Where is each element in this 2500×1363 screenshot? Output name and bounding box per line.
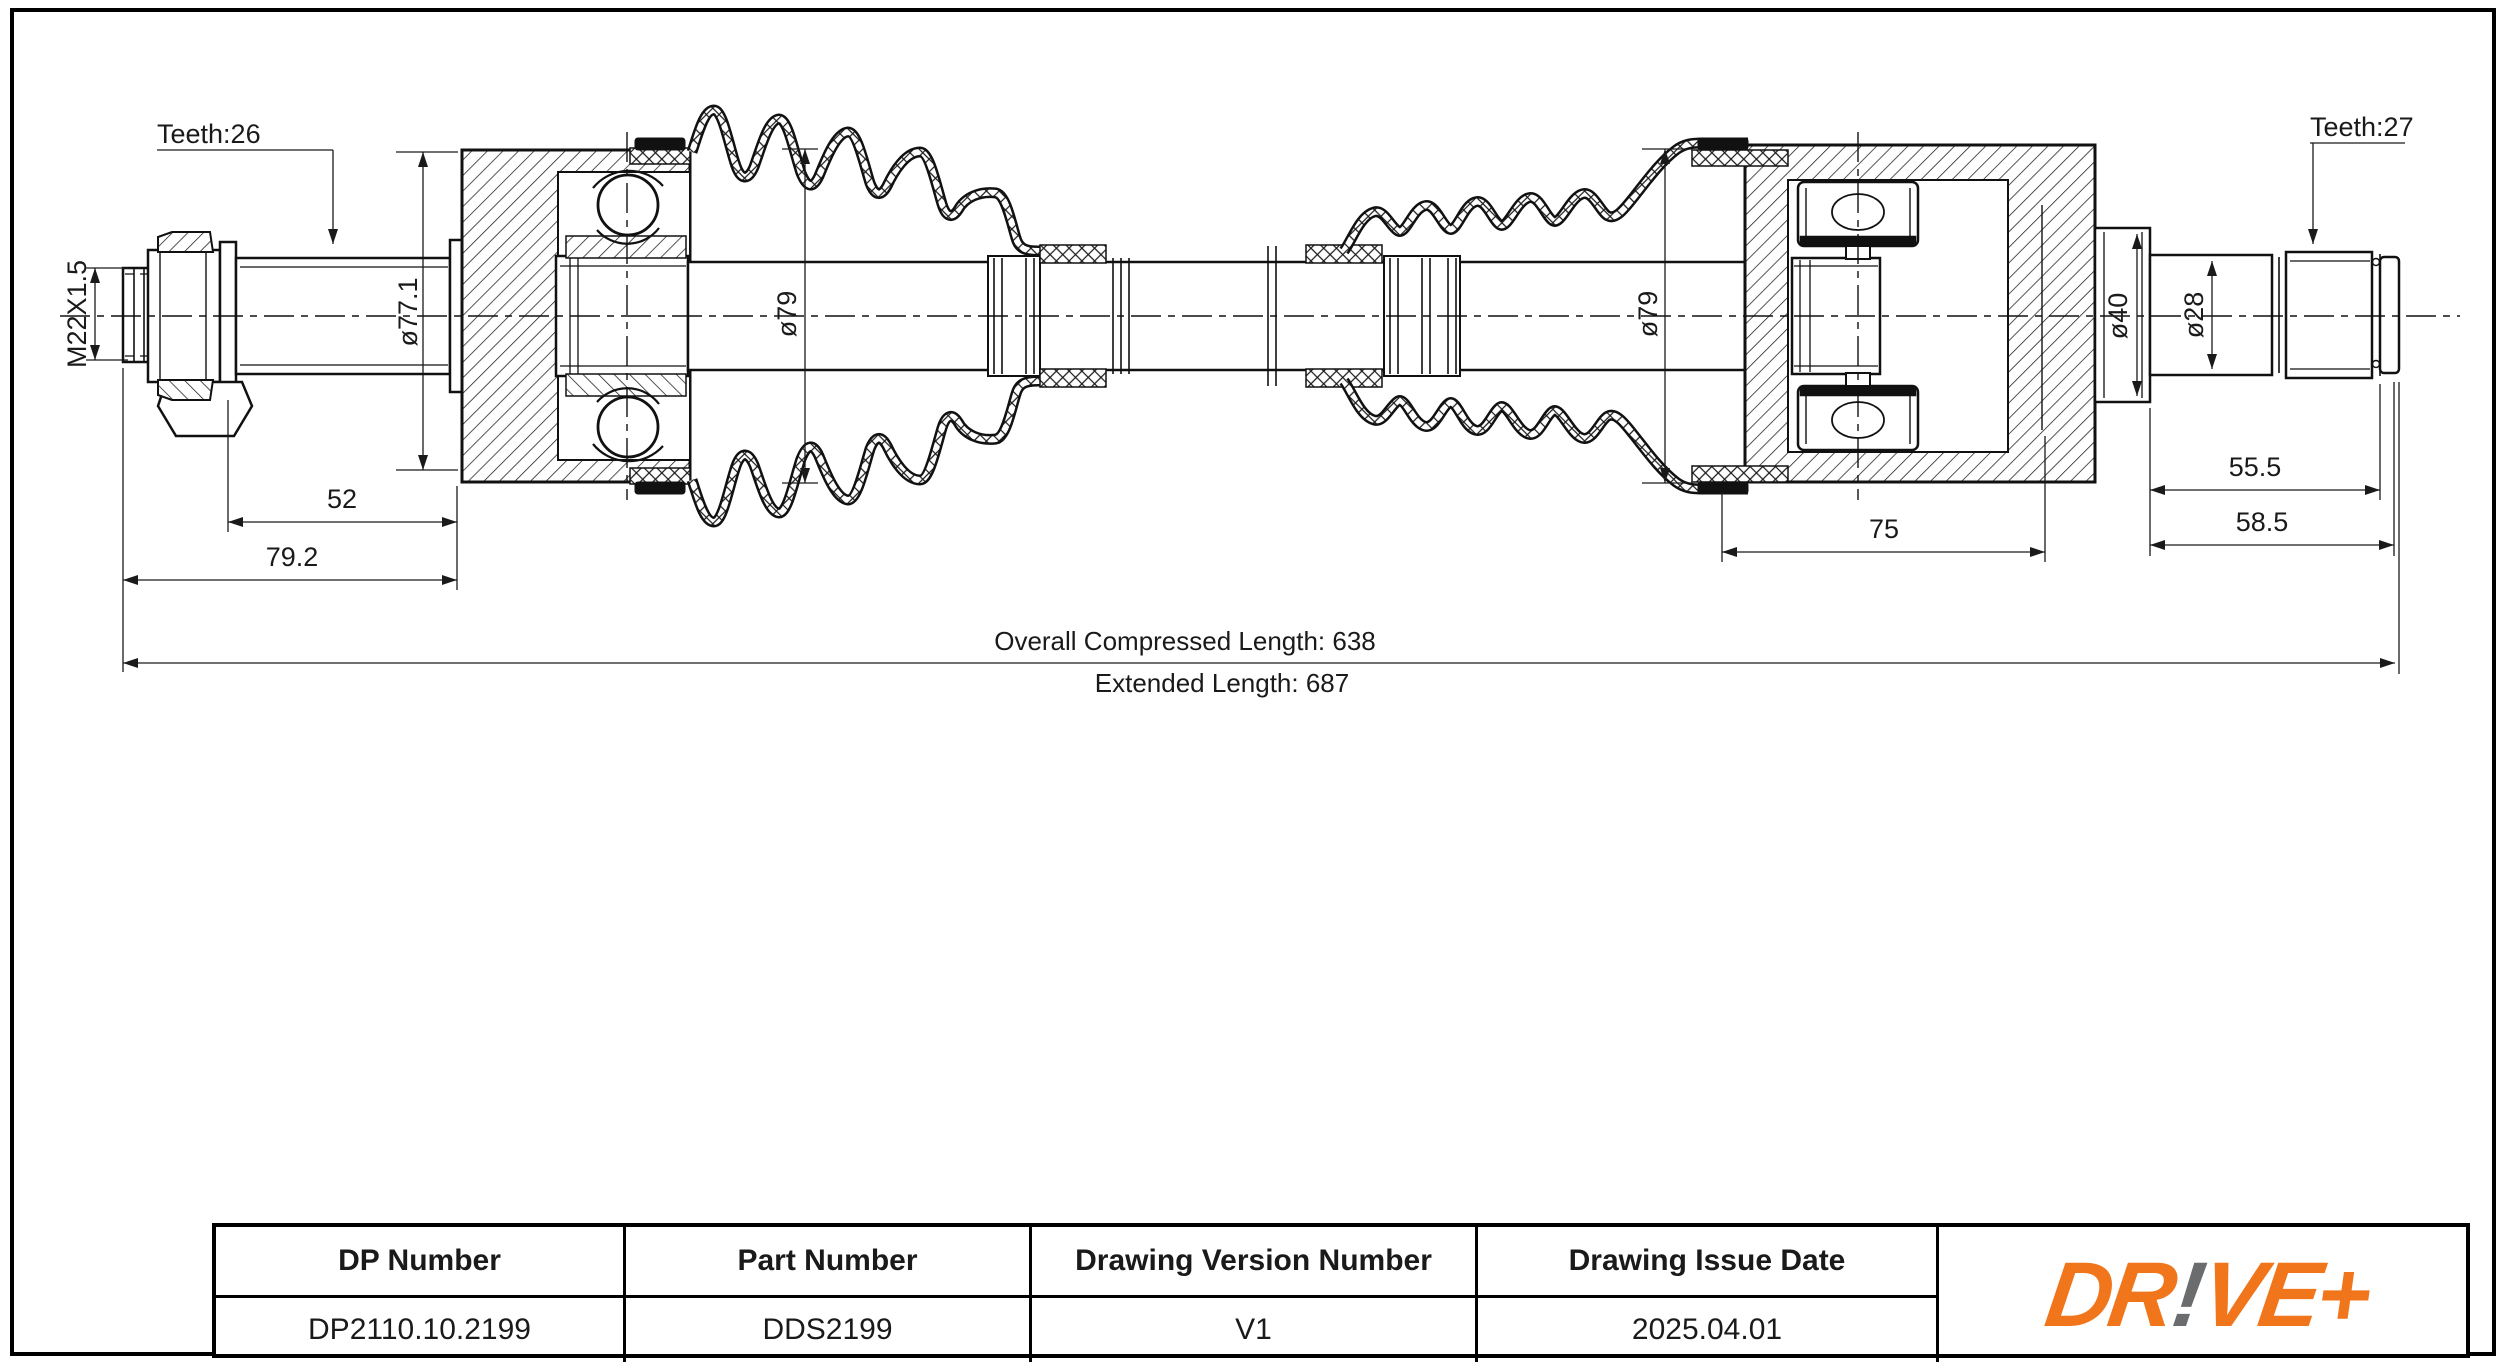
title-block: DP Number Part Number Drawing Version Nu… <box>212 1223 2470 1362</box>
title-block-header-issue-date: Drawing Issue Date <box>1475 1227 1936 1295</box>
title-block-value-dp-number: DP2110.10.2199 <box>216 1295 623 1362</box>
inner-race-section <box>565 235 687 259</box>
upper-half-details <box>157 104 1920 264</box>
label-thread-spec: M22X1.5 <box>62 260 92 368</box>
dim-overall-compressed: Overall Compressed Length: 638 <box>994 626 1376 656</box>
label-output-shaft-diameter: ø28 <box>2179 292 2209 339</box>
brand-logo-cell: DR!VE+ <box>1936 1227 2474 1362</box>
title-block-header-part-number: Part Number <box>623 1227 1029 1295</box>
label-joint-diameter: ø77.1 <box>393 277 423 346</box>
right-boot-clamp-wrap <box>1691 149 1789 167</box>
dim-left-stub-length: 79.2 <box>266 542 319 572</box>
ball-cage <box>596 227 660 245</box>
dim-right-stub-length: 58.5 <box>2236 507 2289 537</box>
label-teeth-right: Teeth:27 <box>2310 112 2414 142</box>
right-boot <box>1339 137 1748 255</box>
logo-text-ve-plus: VE+ <box>2194 1243 2374 1346</box>
right-spline-shaft <box>2284 250 2401 380</box>
axle-geometry <box>121 143 2401 484</box>
dim-housing-length: 75 <box>1869 514 1899 544</box>
label-boot-diameter-right: ø79 <box>1633 291 1663 338</box>
cv-ball <box>596 173 660 237</box>
brand-logo: DR!VE+ <box>2039 1244 2373 1346</box>
dim-left-spline-length: 52 <box>327 484 357 514</box>
logo-text-dr: DR <box>2039 1243 2179 1346</box>
title-block-value-issue-date: 2025.04.01 <box>1475 1295 1936 1362</box>
label-teeth-left: Teeth:26 <box>157 119 261 149</box>
centerlines <box>60 132 2460 500</box>
label-collar-diameter: ø40 <box>2103 293 2133 340</box>
dim-extended: Extended Length: 687 <box>1095 668 1349 698</box>
title-block-header-dp-number: DP Number <box>338 1244 501 1277</box>
nut-crown-tab <box>157 231 215 253</box>
left-boot-small-clamp <box>1039 244 1107 264</box>
output-shaft <box>2148 253 2287 377</box>
left-boot-clamp <box>634 137 686 151</box>
title-block-value-drawing-version: V1 <box>1029 1295 1475 1362</box>
label-boot-diameter-left: ø79 <box>772 291 802 338</box>
left-boot <box>686 104 1106 257</box>
dimensions <box>86 142 2405 674</box>
title-block-header-drawing-version: Drawing Version Number <box>1029 1227 1475 1295</box>
right-boot-clamp <box>1697 137 1749 151</box>
dimension-texts: Teeth:26 Teeth:27 M22X1.5 ø77.1 ø79 ø79 … <box>62 112 2413 698</box>
dim-right-spline-length: 55.5 <box>2229 452 2282 482</box>
title-block-value-part-number: DDS2199 <box>623 1295 1029 1362</box>
